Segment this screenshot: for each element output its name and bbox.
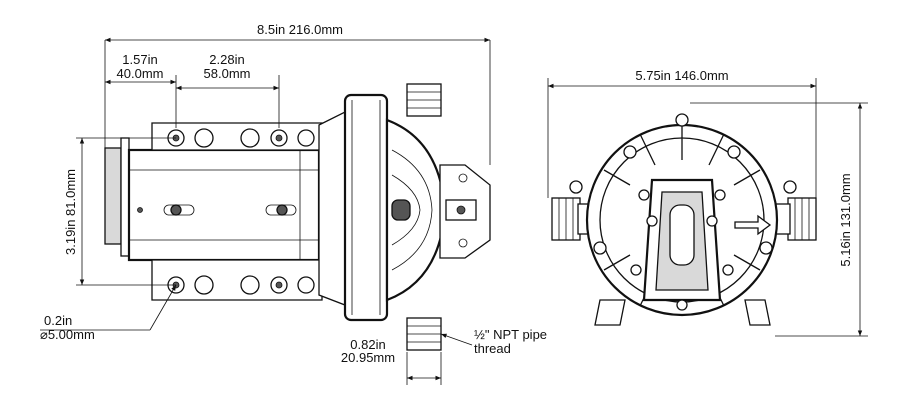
mount-hole-icon bbox=[240, 128, 260, 148]
housing-bolt-icon bbox=[759, 241, 773, 255]
housing-bolt-icon bbox=[714, 189, 726, 201]
front-height-label: 5.16in 131.0mm bbox=[838, 173, 853, 266]
housing-bolt-icon bbox=[623, 145, 637, 159]
housing-bolt-icon bbox=[630, 264, 642, 276]
housing-bolt-icon bbox=[569, 180, 583, 194]
overall-length-label: 8.5in 216.0mm bbox=[257, 22, 343, 37]
housing-bolt-icon bbox=[676, 299, 688, 311]
housing-bolt-icon bbox=[593, 241, 607, 255]
bolt-spacing-mm-label: 58.0mm bbox=[204, 66, 251, 81]
flow-arrow-icon bbox=[734, 214, 772, 236]
housing-bolt-icon bbox=[646, 215, 658, 227]
port-offset-mm-label: 20.95mm bbox=[341, 350, 395, 365]
front-view bbox=[551, 113, 817, 326]
mount-hole-icon bbox=[194, 275, 214, 295]
hole-dia-in-label: 0.2in bbox=[44, 313, 72, 328]
switch-screw-icon bbox=[456, 205, 466, 215]
thread-label-line1: ½" NPT pipe bbox=[474, 327, 547, 342]
bolt-icon bbox=[170, 204, 182, 216]
mount-spacing-mm-label: 40.0mm bbox=[117, 66, 164, 81]
housing-bolt-icon bbox=[727, 145, 741, 159]
housing-bolt-icon bbox=[675, 113, 689, 127]
switch-screw-icon bbox=[458, 238, 468, 248]
hole-dia-mm-label: ⌀5.00mm bbox=[40, 327, 95, 342]
side-view bbox=[104, 83, 491, 351]
bolt-icon bbox=[276, 204, 288, 216]
mount-hole-icon bbox=[297, 129, 315, 147]
housing-bolt-icon bbox=[722, 264, 734, 276]
housing-bolt-icon bbox=[638, 189, 650, 201]
side-dimensions: 8.5in 216.0mm 1.57in 40.0mm 2.28in 58.0m… bbox=[40, 22, 547, 385]
mount-hole-icon bbox=[297, 276, 315, 294]
mount-hole-icon bbox=[194, 128, 214, 148]
front-dimensions: 5.75in 146.0mm 5.16in 131.0mm bbox=[547, 68, 868, 337]
motor-end-cap bbox=[104, 147, 122, 245]
switch-screw-icon bbox=[458, 173, 468, 183]
mount-height-label: 3.19in 81.0mm bbox=[63, 169, 78, 255]
housing-bolt-icon bbox=[783, 180, 797, 194]
mount-hole-icon bbox=[240, 275, 260, 295]
bolt-spacing-in-label: 2.28in bbox=[209, 52, 244, 67]
front-width-label: 5.75in 146.0mm bbox=[635, 68, 728, 83]
thread-label-line2: thread bbox=[474, 341, 511, 356]
port-offset-in-label: 0.82in bbox=[350, 337, 385, 352]
housing-bolt-icon bbox=[706, 215, 718, 227]
mount-spacing-in-label: 1.57in bbox=[122, 52, 157, 67]
pump-head-flange bbox=[343, 93, 389, 322]
